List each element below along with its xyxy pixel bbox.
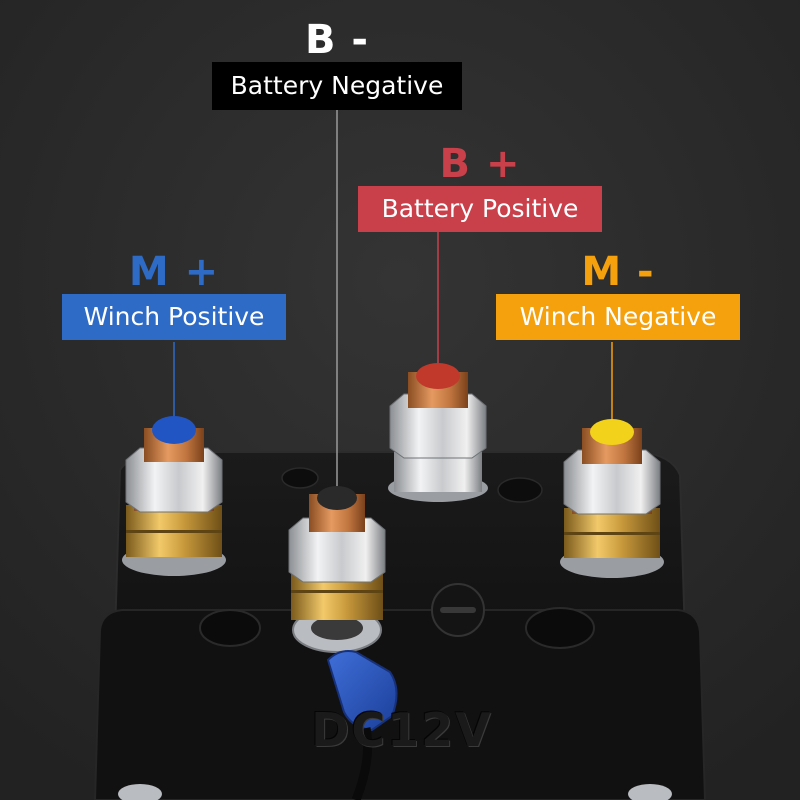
battery-negative-code: B - <box>304 17 369 63</box>
terminal-color-cap <box>152 416 196 444</box>
terminal-color-cap <box>590 419 634 445</box>
battery-positive-code: B + <box>439 141 521 187</box>
mounting-bolt-right <box>628 784 672 800</box>
battery-negative-terminal <box>288 486 386 653</box>
battery-negative-label: Battery Negative <box>212 62 462 110</box>
winch-positive-label: Winch Positive <box>62 294 286 340</box>
battery-positive-callout: B + Battery Positive <box>358 142 602 232</box>
mounting-bolt-left <box>118 784 162 800</box>
terminal-color-cap <box>416 363 460 389</box>
winch-positive-code: M + <box>128 249 220 295</box>
winch-positive-callout: M + Winch Positive <box>62 250 286 340</box>
blue-ring-connector <box>326 650 398 800</box>
winch-negative-callout: M - Winch Negative <box>496 250 740 340</box>
winch-negative-terminal <box>560 419 664 578</box>
battery-negative-callout: B - Battery Negative <box>212 18 462 110</box>
battery-positive-terminal <box>388 363 488 502</box>
winch-positive-terminal <box>122 416 226 576</box>
winch-negative-code: M - <box>581 249 655 295</box>
housing-voltage-stamp: DC12V <box>311 703 493 757</box>
winch-negative-label: Winch Negative <box>496 294 740 340</box>
terminal-color-cap <box>317 486 357 510</box>
battery-positive-label: Battery Positive <box>358 186 602 232</box>
